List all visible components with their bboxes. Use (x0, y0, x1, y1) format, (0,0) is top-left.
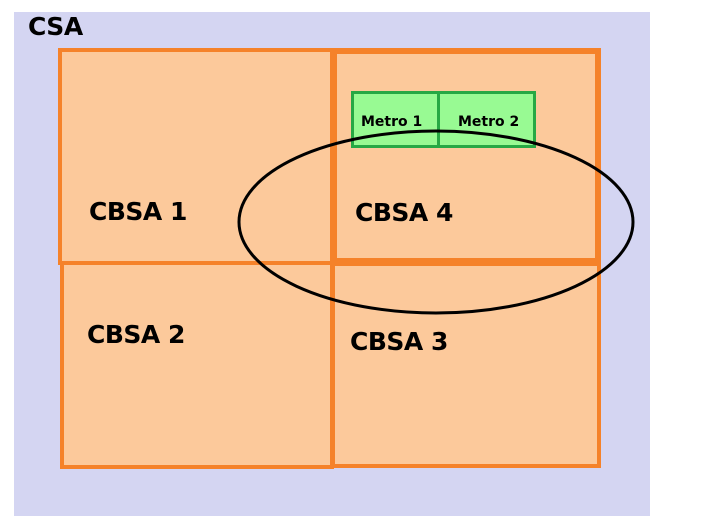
cbsa-2-region (60, 261, 334, 469)
cbsa-3-label: CBSA 3 (350, 327, 448, 356)
metro-2-label: Metro 2 (458, 114, 520, 130)
cbsa-1-label: CBSA 1 (89, 197, 187, 226)
cbsa-1-region (58, 48, 334, 265)
metro-1-label: Metro 1 (361, 114, 423, 130)
cbsa-3-region (331, 262, 601, 468)
csa-label: CSA (28, 12, 83, 41)
cbsa-4-label: CBSA 4 (355, 198, 453, 227)
cbsa-4-region (331, 48, 601, 264)
cbsa-2-label: CBSA 2 (87, 320, 185, 349)
